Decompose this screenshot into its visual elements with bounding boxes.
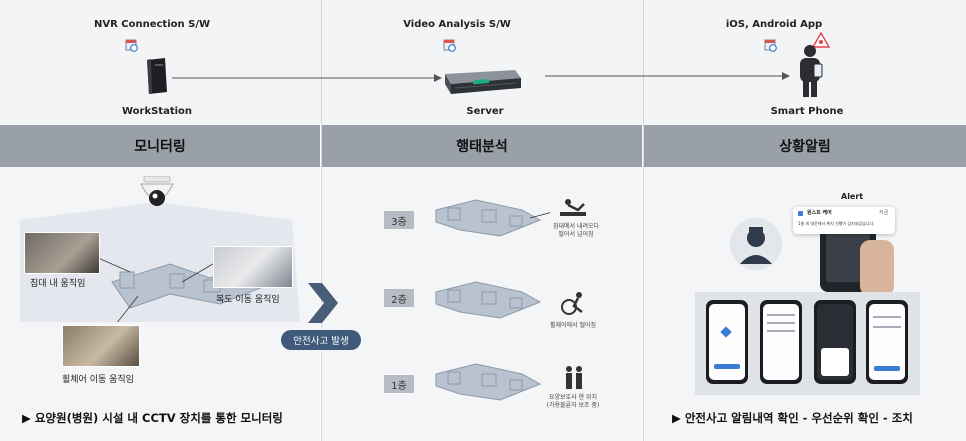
smartphone-label: Smart Phone <box>770 106 844 117</box>
bed-camera-thumbnail <box>24 232 100 274</box>
nurse-icon <box>740 227 772 264</box>
floor-2-plan <box>435 281 542 319</box>
notification-title: 원스트 케어 <box>807 210 832 216</box>
workstation-label: WorkStation <box>121 106 193 117</box>
smartphone-user-icon <box>800 45 823 97</box>
video-analysis-title: Video Analysis S/W <box>403 19 511 30</box>
dome-camera-icon <box>140 176 174 206</box>
nvr-software-title: NVR Connection S/W <box>93 19 210 30</box>
floor-1-event-desc: 요양보호사 현 위치(가용볼륜자 보조 중) <box>546 394 600 409</box>
corridor-camera-thumbnail <box>213 246 293 288</box>
nurse-avatar <box>730 218 782 270</box>
corridor-camera-caption: 복도 이동 움직임 <box>216 295 280 305</box>
column-divider <box>321 0 322 441</box>
alert-header: 상황알림 <box>644 125 966 167</box>
floor-3-plan <box>435 199 550 237</box>
mobile-app-title: iOS, Android App <box>725 19 823 30</box>
caregiver-icon <box>566 366 582 389</box>
floor-1-plan <box>435 363 542 401</box>
server-icon <box>445 70 521 94</box>
push-notification-card: 원스트 케어 지금 1층 외 대문에서 위치 선행이 감지되었습니다. <box>793 207 895 234</box>
bed-camera-caption: 침대 내 움직임 <box>30 279 86 289</box>
warning-triangle-icon <box>812 32 830 48</box>
alert-title: Alert <box>841 192 864 201</box>
analysis-header: 행태분석 <box>322 125 642 167</box>
app-screen-alert-dialog <box>814 300 856 384</box>
wheelchair-camera-caption: 휠체어 이동 움직임 <box>62 375 134 385</box>
column-divider <box>643 0 644 441</box>
alert-footer: ▶ 안전사고 알림내역 확인 - 우선순위 확인 - 조치 <box>672 411 913 425</box>
hand-illustration <box>860 240 894 296</box>
app-screen-login <box>706 300 748 384</box>
notification-body: 1층 외 대문에서 위치 선행이 감지되었습니다. <box>798 221 875 226</box>
monitoring-footer: ▶ 요양원(병원) 시설 내 CCTV 장치를 통한 모니터링 <box>22 411 283 425</box>
software-package-icon <box>125 39 138 52</box>
software-package-icon <box>443 39 456 52</box>
workstation-to-server-arrow <box>172 74 442 82</box>
fall-from-bed-icon <box>560 199 586 216</box>
floor-1-label: 1층 <box>384 375 414 393</box>
floor-3-label: 3층 <box>384 211 414 229</box>
app-screen-list <box>760 300 802 384</box>
chevron-right-icon <box>308 283 338 323</box>
server-to-phone-arrow <box>545 72 790 80</box>
workstation-icon <box>147 58 167 94</box>
app-screen-detail <box>866 300 908 384</box>
floor-2-event-desc: 휠체어에서 떨어짐 <box>549 322 597 329</box>
app-icon <box>798 211 803 216</box>
floor-2-label: 2층 <box>384 289 414 307</box>
notification-time: 지금 <box>879 210 889 216</box>
wheelchair-fall-icon <box>561 292 583 315</box>
software-package-icon <box>764 39 777 52</box>
wheelchair-camera-thumbnail <box>62 325 140 367</box>
accident-occurred-badge: 안전사고 발생 <box>281 330 361 350</box>
server-label: Server <box>466 106 504 117</box>
monitoring-header: 모니터링 <box>0 125 320 167</box>
